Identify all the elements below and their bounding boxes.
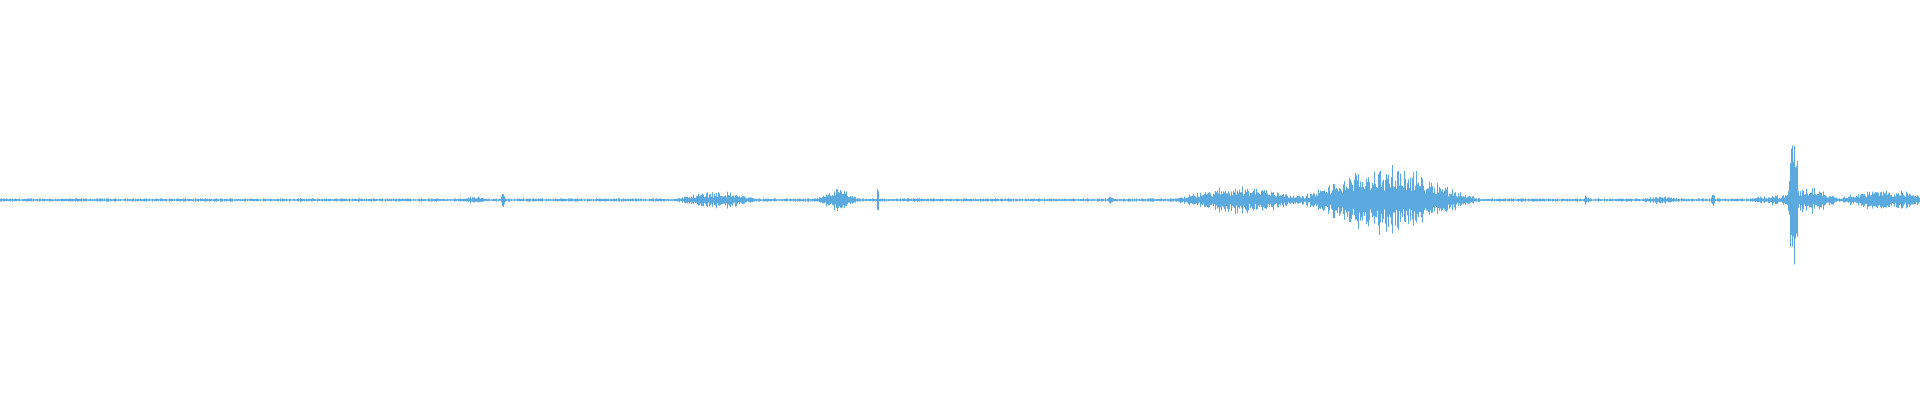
waveform-samples <box>0 145 1920 265</box>
